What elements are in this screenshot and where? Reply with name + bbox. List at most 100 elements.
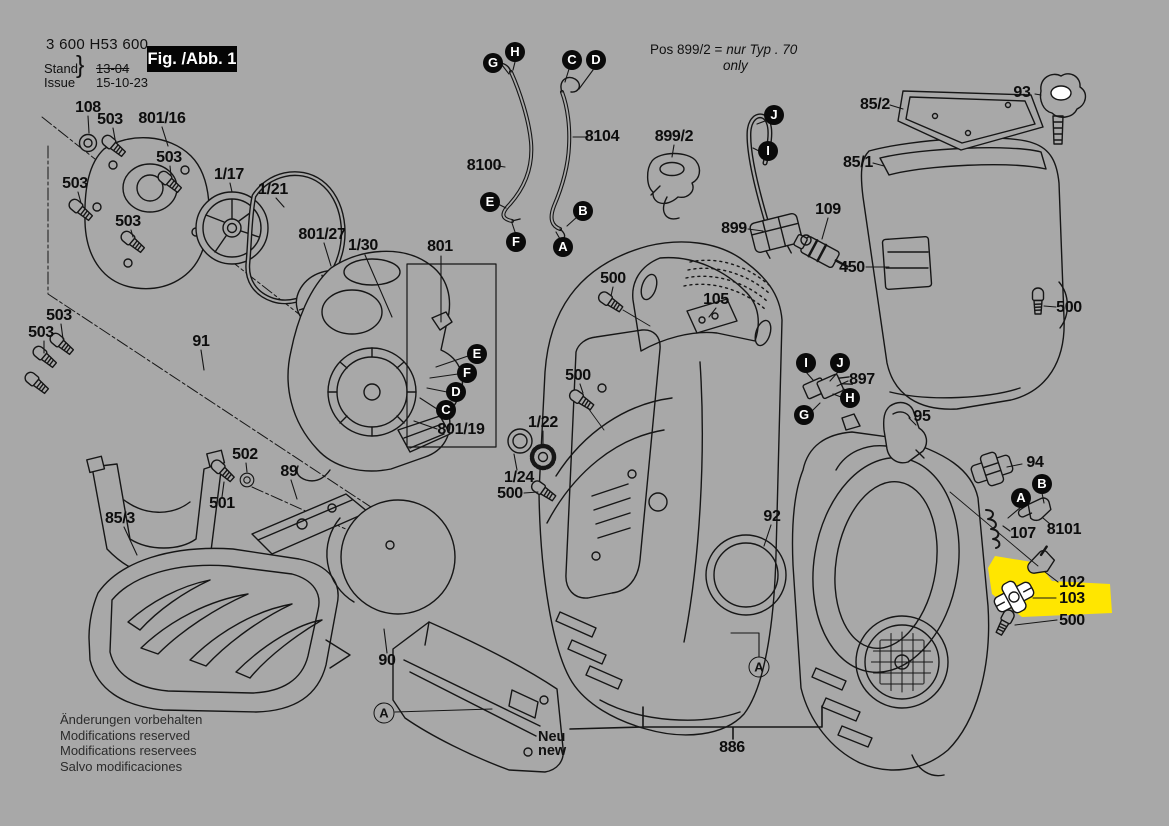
- callout-letter-F-9: F: [457, 363, 477, 383]
- callout-letter-outline-A-1: A: [748, 656, 770, 678]
- part-label-93-17: 93: [1013, 84, 1031, 101]
- part-drawing-clamp-109: [793, 234, 849, 269]
- callout-letter-B-6: B: [573, 201, 593, 221]
- type-note: Pos 899/2 = nur Typ . 70 only: [650, 42, 797, 74]
- callout-letter-J-15: J: [830, 353, 850, 373]
- issue-label: Issue: [44, 75, 76, 90]
- part-label-102-34: 102: [1059, 574, 1085, 591]
- part-label-503-7: 503: [115, 213, 141, 230]
- part-drawing-rear-housing: [791, 413, 990, 777]
- part-label-500-20: 500: [1056, 299, 1082, 316]
- callout-letter-I-13: I: [758, 141, 778, 161]
- figure-badge: Fig. /Abb. 1: [147, 46, 237, 72]
- part-label-886-45: 886: [719, 739, 745, 756]
- part-label-503-37: 503: [46, 307, 72, 324]
- part-label-105-22: 105: [703, 291, 729, 308]
- type-note-type: nur Typ . 70: [726, 42, 798, 57]
- callout-letter-E-8: E: [467, 344, 487, 364]
- callout-letter-outline-A-0: A: [373, 702, 395, 724]
- model-number: 3 600 H53 600: [46, 36, 149, 53]
- part-drawing-rod-8100: [494, 62, 534, 223]
- callout-letter-A-7: A: [553, 237, 573, 257]
- part-label-500-36: 500: [1059, 612, 1085, 629]
- callout-letter-H-16: H: [840, 388, 860, 408]
- revision-block: } Stand 13-04 Issue 15-10-23: [44, 53, 149, 90]
- part-drawing-washer-1-24: [507, 428, 533, 454]
- part-drawing-tray-85-3: [88, 547, 351, 713]
- part-drawing-motor-1-30: [287, 250, 464, 482]
- part-label-8100-11: 8100: [466, 157, 502, 174]
- part-drawing-front-housing: [538, 241, 783, 736]
- part-drawing-94: [970, 451, 1014, 487]
- part-drawing-knob-93: [1039, 73, 1087, 145]
- part-label-1-24-26: 1/24: [504, 469, 534, 486]
- part-label-503-3: 503: [156, 149, 182, 166]
- part-drawing-funnel-chute: [392, 621, 564, 773]
- part-drawing-hopper-85-1: [860, 137, 1069, 410]
- part-drawing-102: [1027, 545, 1056, 574]
- stand-label: Stand: [44, 61, 78, 76]
- part-label-450-19: 450: [839, 259, 865, 276]
- part-label-501-42: 501: [209, 495, 235, 512]
- part-label-500-23: 500: [565, 367, 591, 384]
- part-label-85-3-43: 85/3: [105, 510, 135, 527]
- issue-value: 15-10-23: [96, 75, 149, 90]
- part-label-503-1: 503: [97, 111, 123, 128]
- leader-lines: [43, 61, 1059, 713]
- type-note-pos: Pos 899/2 =: [650, 42, 723, 57]
- part-label-108-0: 108: [75, 99, 101, 116]
- new-marker: Neu new: [538, 729, 567, 759]
- part-label-801-27-8: 801/27: [298, 226, 346, 243]
- part-drawing-gear-cover-801-16: [84, 136, 210, 290]
- part-label-85-1-18: 85/1: [843, 154, 873, 171]
- callout-letter-J-12: J: [764, 105, 784, 125]
- group-box-801: [406, 263, 497, 448]
- part-label-899-14: 899: [721, 220, 747, 237]
- part-drawing-lid-85-2: [897, 90, 1044, 151]
- part-label-92-28: 92: [763, 508, 781, 525]
- part-label-500-21: 500: [600, 270, 626, 287]
- part-label-91-39: 91: [192, 333, 210, 350]
- callout-letter-F-5: F: [506, 232, 526, 252]
- part-label-801-10: 801: [427, 238, 453, 255]
- disclaimer: Änderungen vorbehalten Modifications res…: [60, 712, 203, 774]
- part-label-95-30: 95: [913, 408, 931, 425]
- part-label-89-41: 89: [280, 463, 298, 480]
- part-label-899-2-13: 899/2: [654, 128, 694, 145]
- part-label-1-30-9: 1/30: [348, 237, 378, 254]
- callout-letter-H-1: H: [505, 42, 525, 62]
- part-label-94-31: 94: [1026, 454, 1044, 471]
- callout-letter-C-2: C: [562, 50, 582, 70]
- part-label-85-2-16: 85/2: [860, 96, 890, 113]
- part-label-8104-12: 8104: [584, 128, 620, 145]
- part-label-107-33: 107: [1010, 525, 1036, 542]
- part-label-897-29: 897: [849, 371, 875, 388]
- part-label-1-21-6: 1/21: [258, 181, 288, 198]
- callout-letter-D-3: D: [586, 50, 606, 70]
- part-drawing-connector-897: [802, 373, 855, 400]
- part-drawing-pulley-1-17: [195, 191, 269, 265]
- callout-letter-G-17: G: [794, 405, 814, 425]
- type-note-only: only: [723, 58, 748, 73]
- part-drawing-899-2: [646, 152, 701, 220]
- part-label-1-22-25: 1/22: [528, 414, 558, 431]
- part-label-90-44: 90: [378, 652, 396, 669]
- part-label-503-38: 503: [28, 324, 54, 341]
- part-drawing-8101: [1017, 497, 1052, 522]
- callout-letter-I-14: I: [796, 353, 816, 373]
- callout-letter-C-11: C: [436, 400, 456, 420]
- callout-letter-A-18: A: [1011, 488, 1031, 508]
- part-label-801-19-24: 801/19: [437, 421, 485, 438]
- part-drawing-spring-107: [985, 509, 1001, 549]
- callout-letter-D-10: D: [446, 382, 466, 402]
- part-label-103-35: 103: [1059, 590, 1085, 607]
- part-label-801-16-2: 801/16: [138, 110, 186, 127]
- part-drawing-ring-92: [705, 534, 787, 616]
- part-drawing-103: [993, 580, 1035, 614]
- part-drawing-95: [882, 401, 928, 464]
- stand-value: 13-04: [96, 61, 130, 76]
- callout-letter-B-19: B: [1032, 474, 1052, 494]
- callout-letter-G-0: G: [483, 53, 503, 73]
